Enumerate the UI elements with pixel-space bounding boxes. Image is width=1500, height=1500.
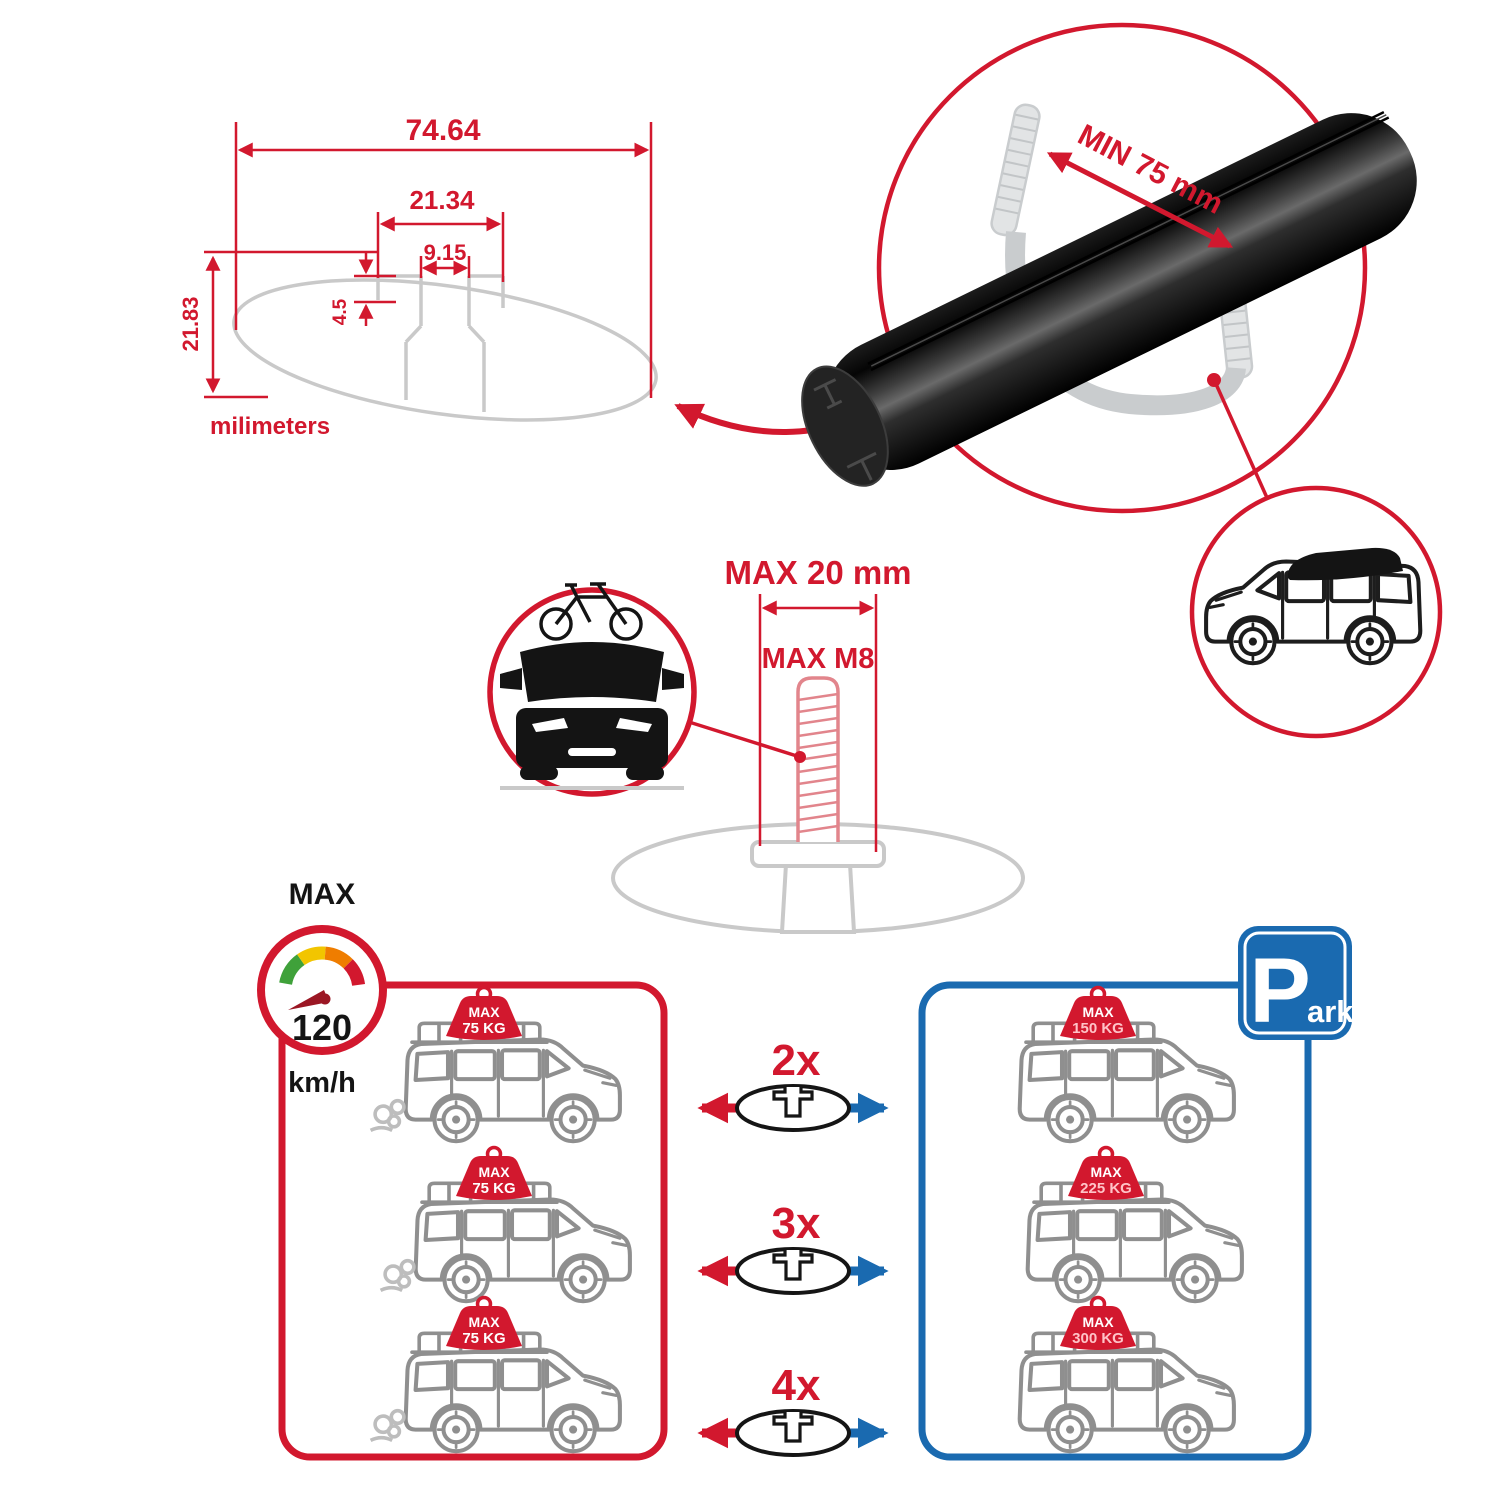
callout-dot-icon xyxy=(1207,373,1221,387)
profile-dimension-drawing: 74.64 21.34 9.15 4.5 21.83 milimeters xyxy=(178,114,658,440)
tag-title: MAX xyxy=(468,1314,500,1330)
bike-icon xyxy=(539,582,643,641)
roof-box-icon xyxy=(1287,547,1403,581)
car-front-icon xyxy=(500,642,684,780)
bolt-icon xyxy=(794,676,840,842)
load-tag-driving-3: MAX 75 KG xyxy=(444,1295,524,1352)
dimension-lines xyxy=(204,122,653,399)
gauge-title: MAX xyxy=(289,878,356,911)
tag-weight: 75 KG xyxy=(462,1020,505,1037)
load-tag-driving-2: MAX 75 KG xyxy=(454,1145,534,1202)
crossbar-profile-icon xyxy=(735,1409,851,1457)
park-sign-board xyxy=(1238,926,1352,1040)
park-sign: P ark xyxy=(1238,926,1354,1042)
multiplier-label: 2x xyxy=(772,1036,821,1085)
load-tag-parked-1: MAX 150 KG xyxy=(1058,985,1138,1042)
tag-title: MAX xyxy=(1082,1314,1114,1330)
load-tag-driving-1: MAX 75 KG xyxy=(444,985,524,1042)
multiplier-row-3: 4x xyxy=(697,1361,889,1457)
multiplier-row-2: 3x xyxy=(697,1199,889,1295)
tag-title: MAX xyxy=(1082,1004,1114,1020)
crossbar-profile-icon xyxy=(735,1084,851,1132)
dim-lip-depth-label: 4.5 xyxy=(330,298,351,325)
t-nut-stem-icon xyxy=(779,862,857,934)
gauge-value: 120 xyxy=(292,1007,352,1048)
callout-line xyxy=(1214,383,1270,501)
dim-total-height-label: 21.83 xyxy=(178,296,203,351)
dim-total-width-label: 74.64 xyxy=(405,114,480,147)
park-sign-border xyxy=(1243,931,1347,1035)
bolt-thread-label: MAX M8 xyxy=(762,643,875,675)
multiplier-row-1: 2x xyxy=(697,1036,889,1132)
dim-slot-width-label: 9.15 xyxy=(424,240,467,265)
load-tag-parked-2: MAX 225 KG xyxy=(1066,1145,1146,1202)
gauge-needle-icon xyxy=(288,990,329,1010)
tag-weight: 75 KG xyxy=(462,1330,505,1347)
bolt-width-label: MAX 20 mm xyxy=(724,554,911,591)
multiplier-label: 3x xyxy=(772,1199,821,1248)
gauge-unit: km/h xyxy=(288,1067,356,1099)
tag-title: MAX xyxy=(478,1164,510,1180)
tag-weight: 150 KG xyxy=(1072,1020,1124,1037)
min-span-arrow-icon xyxy=(1046,151,1234,249)
dim-channel-width-label: 21.34 xyxy=(409,185,475,215)
multiplier-label: 4x xyxy=(772,1361,821,1410)
tag-weight: 300 KG xyxy=(1072,1330,1124,1347)
load-tag-parked-3: MAX 300 KG xyxy=(1058,1295,1138,1352)
crossbar-profile-icon xyxy=(735,1247,851,1295)
crossbar-icon xyxy=(801,111,1417,487)
park-sign-ark: ark xyxy=(1307,994,1354,1029)
t-nut-plate-icon xyxy=(750,840,886,868)
units-label: milimeters xyxy=(210,413,330,440)
tag-weight: 75 KG xyxy=(472,1180,515,1197)
callout-line xyxy=(688,720,801,759)
park-sign-p: P xyxy=(1249,940,1310,1042)
bike-car-detail xyxy=(487,582,801,797)
tag-weight: 225 KG xyxy=(1080,1180,1132,1197)
crossbar-profile-section-icon xyxy=(232,274,658,422)
bolt-detail: MAX 20 mm MAX M8 xyxy=(611,554,1025,934)
crossbar-detail-circle: MIN 75 mm xyxy=(801,22,1417,514)
speed-gauge-icon: MAX 120 km/h xyxy=(257,878,387,1099)
tag-title: MAX xyxy=(1090,1164,1122,1180)
gauge-pivot xyxy=(319,993,331,1005)
tag-title: MAX xyxy=(468,1004,500,1020)
gauge-arc xyxy=(279,946,366,987)
bolt-extension-lines xyxy=(758,594,878,852)
roofbox-car-detail xyxy=(1189,485,1443,739)
